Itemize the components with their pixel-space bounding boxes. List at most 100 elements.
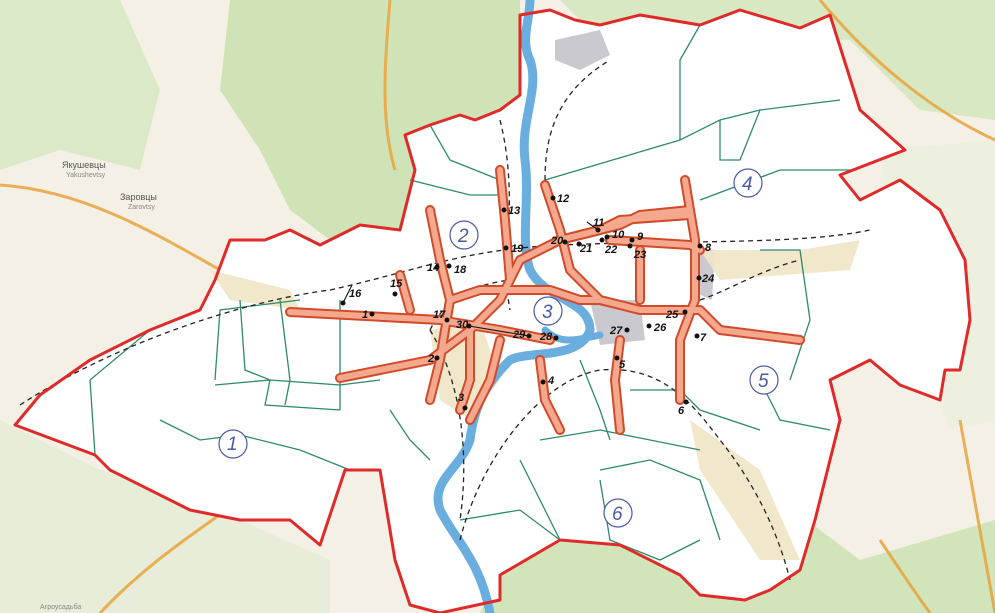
- point-dot: [553, 335, 559, 341]
- corridor-6-fill: [677, 177, 698, 403]
- point-dot: [444, 317, 450, 323]
- point-dot: [369, 311, 375, 317]
- corridor-8-fill: [607, 237, 703, 253]
- point-label: 29: [512, 329, 526, 341]
- point-label: 18: [454, 264, 467, 276]
- place-label-yakushevtsy: Якушевцы: [62, 160, 106, 170]
- urban-patch-north: [555, 30, 610, 70]
- highway-east: [958, 419, 995, 613]
- district-line-s: [459, 509, 561, 541]
- point-label: 19: [511, 243, 524, 255]
- point-dot: [629, 237, 635, 243]
- zone-4: 4: [733, 168, 763, 198]
- point-18: 18: [446, 263, 467, 276]
- zone-circle: [449, 220, 479, 250]
- point-14: 14: [427, 262, 440, 274]
- zone-markers: 1 2 3 4 5 6: [218, 168, 779, 528]
- corridor-5-fill: [612, 337, 623, 433]
- district-line-e: [279, 299, 291, 406]
- point-label: 26: [653, 322, 667, 334]
- point-label: 14: [427, 262, 439, 274]
- corridor-north-b-fill: [497, 167, 513, 283]
- zone-label: 6: [612, 504, 623, 525]
- highway-south: [878, 539, 932, 613]
- point-6: 6: [678, 399, 689, 417]
- point-23: 23: [627, 243, 646, 261]
- district-line-a: [89, 329, 151, 456]
- point-dot: [696, 275, 702, 281]
- point-label: 11: [593, 217, 604, 229]
- zone-circle: [603, 498, 633, 528]
- point-2: 2: [427, 353, 440, 365]
- connector-lines: [342, 221, 599, 337]
- point-30: 30: [456, 319, 472, 331]
- point-dot: [624, 327, 630, 333]
- point-dot: [550, 195, 556, 201]
- point-label: 1: [362, 309, 368, 321]
- outer-ring-road: [19, 229, 871, 406]
- point-label: 9: [637, 231, 644, 243]
- point-label: 25: [665, 309, 679, 321]
- point-9: 9: [629, 231, 644, 243]
- district-line-w: [579, 359, 611, 441]
- district-lines: [89, 24, 850, 561]
- point-1: 1: [362, 309, 375, 321]
- point-label: 12: [557, 193, 569, 205]
- point-dot: [694, 333, 700, 339]
- point-label: 6: [678, 405, 685, 417]
- district-line-n: [699, 169, 850, 201]
- zone-label: 5: [758, 371, 769, 392]
- point-17: 17: [433, 309, 450, 323]
- point-dot: [562, 239, 568, 245]
- inner-ring-road-east: [699, 259, 801, 301]
- river: [433, 0, 595, 613]
- highway-northeast: [818, 0, 995, 142]
- point-4: 4: [540, 375, 554, 387]
- district-line-p: [539, 429, 701, 451]
- point-10: 10: [604, 229, 625, 241]
- zone-2: 2: [449, 220, 479, 250]
- point-dot: [604, 234, 610, 240]
- point-label: 30: [456, 319, 469, 331]
- zone-label: 1: [227, 434, 238, 455]
- corridor-2c-fill: [457, 327, 473, 413]
- sandy-area-east: [700, 240, 860, 280]
- zone-label: 3: [542, 302, 553, 323]
- point-label: 7: [700, 332, 707, 344]
- point-label: 2: [427, 353, 434, 365]
- point-label: 3: [458, 392, 464, 404]
- point-dot: [434, 264, 440, 270]
- point-dot: [683, 399, 689, 405]
- zone-6: 6: [603, 498, 633, 528]
- point-dot: [599, 237, 605, 243]
- place-sub-zarovtsy: Zarovtsy: [128, 204, 155, 211]
- point-19: 19: [503, 243, 524, 255]
- point-8: 8: [697, 242, 712, 254]
- district-line-q: [519, 459, 561, 541]
- district-line-m: [719, 109, 761, 161]
- zone-5: 5: [749, 365, 779, 395]
- corridor-north-a-fill: [542, 182, 803, 343]
- point-dot: [503, 245, 509, 251]
- district-line-c: [214, 379, 381, 386]
- point-dot: [576, 241, 582, 247]
- place-labels: Якушевцы Yakushevtsy Заровцы Zarovtsy Аг…: [40, 160, 157, 611]
- point-label: 5: [619, 359, 626, 371]
- point-label: 10: [612, 229, 625, 241]
- place-sub-yakushevtsy: Yakushevtsy: [66, 172, 106, 179]
- connector-16: [342, 284, 353, 304]
- point-12: 12: [550, 193, 569, 205]
- point-dot: [462, 405, 468, 411]
- point-15: 15: [390, 278, 403, 297]
- highway-north: [383, 0, 397, 171]
- river-branch: [541, 326, 604, 344]
- point-dot: [392, 291, 398, 297]
- district-line-l: [679, 24, 701, 140]
- zone-1: 1: [218, 429, 248, 459]
- point-3: 3: [458, 392, 468, 411]
- district-line-j: [409, 179, 500, 196]
- zone-circle: [218, 429, 248, 459]
- point-20: 20: [550, 235, 568, 247]
- sandy-area-southeast: [690, 420, 800, 560]
- point-label: 16: [349, 288, 362, 300]
